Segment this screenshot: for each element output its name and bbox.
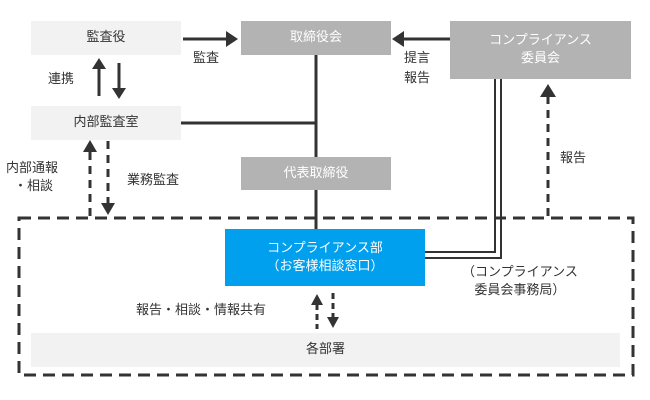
- proposal-arrowhead: [392, 31, 404, 47]
- internal-report-line2: ・相談: [14, 179, 54, 195]
- internal-report-line1: 内部通報: [6, 161, 59, 176]
- internal-report-label: 内部通報 ・相談: [6, 160, 58, 196]
- representative-director-box: 代表取締役: [241, 157, 391, 190]
- audit-arrowhead: [226, 31, 238, 47]
- committee-office-line-outer: [425, 79, 496, 253]
- audit-label: 監査: [193, 51, 220, 66]
- dept-report-label: 報告・相談・情報共有: [136, 303, 267, 318]
- board-box: 取締役会: [241, 21, 391, 55]
- compliance-committee-line1: コンプライアンス: [489, 33, 592, 49]
- compliance-committee-box: コンプライアンス 委員会: [450, 21, 631, 79]
- compliance-dept-line2: （お客様相談窓口）: [266, 258, 384, 274]
- committee-office-line-inner: [425, 79, 502, 259]
- audit-officer-box: 監査役: [31, 21, 181, 55]
- committee-office-annotation: （コンプライアンス 委員会事務局）: [462, 264, 578, 300]
- compliance-dept-box: コンプライアンス部 （お客様相談窓口）: [225, 229, 425, 286]
- report-right-label: 報告: [560, 151, 587, 166]
- operational-audit-label: 業務監査: [127, 173, 180, 188]
- compliance-committee-line2: 委員会: [520, 51, 560, 66]
- compliance-dept-line1: コンプライアンス部: [267, 240, 383, 256]
- annotation-line2: 委員会事務局）: [474, 283, 566, 299]
- compliance-area-frame: [17, 216, 635, 377]
- cooperation-label: 連携: [48, 72, 75, 87]
- departments-box: 各部署: [31, 333, 620, 367]
- report-committee-label: 報告: [404, 71, 431, 86]
- proposal-label: 提言: [404, 51, 431, 66]
- annotation-line1: （コンプライアンス: [462, 265, 578, 280]
- internal-audit-box: 内部監査室: [31, 106, 181, 140]
